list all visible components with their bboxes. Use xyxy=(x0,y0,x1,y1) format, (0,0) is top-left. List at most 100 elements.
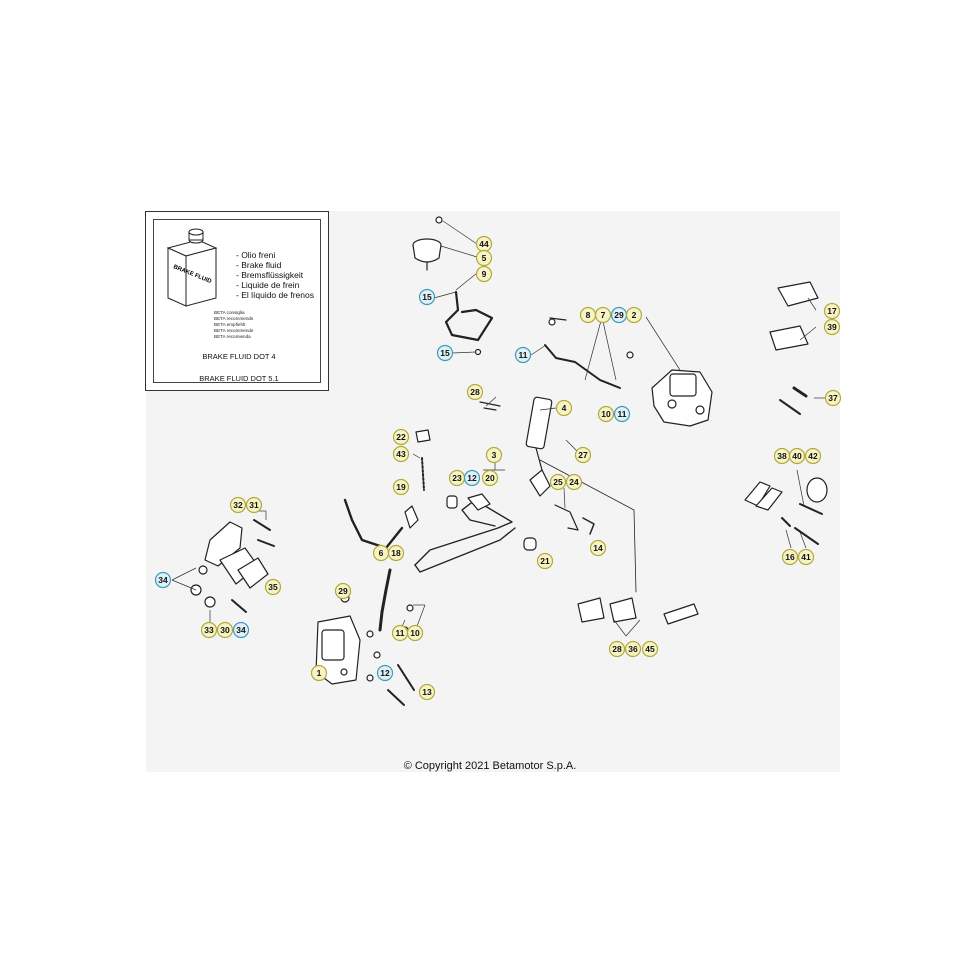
callout-36: 36 xyxy=(624,640,642,658)
callout-label: 35 xyxy=(268,582,278,592)
front-caliper-part xyxy=(315,615,361,685)
callout-label: 23 xyxy=(452,473,462,483)
callout-label: 24 xyxy=(569,477,579,487)
callout-circle xyxy=(245,496,263,514)
brake-fluid-info-inner: BRAKE FLUID - Olio freni - Brake fluid -… xyxy=(153,219,321,383)
callout-circle xyxy=(641,640,659,658)
callout-label: 39 xyxy=(827,322,837,332)
callout-21: 21 xyxy=(536,552,554,570)
callout-label: 25 xyxy=(553,477,563,487)
callout-circle xyxy=(392,478,410,496)
callout-label: 18 xyxy=(391,548,401,558)
pin-40 xyxy=(799,503,823,515)
callout-31: 31 xyxy=(245,496,263,514)
callout-label: 38 xyxy=(777,451,787,461)
callout-28: 28 xyxy=(608,640,626,658)
callout-circle xyxy=(565,473,583,491)
callout-label: 28 xyxy=(612,644,622,654)
callout-circle xyxy=(436,344,454,362)
callout-circle xyxy=(797,548,815,566)
callout-label: 21 xyxy=(540,556,550,566)
callout-label: 41 xyxy=(801,552,811,562)
callout-circle xyxy=(594,306,612,324)
rear-caliper-part xyxy=(651,369,713,427)
callout-circle xyxy=(418,683,436,701)
callout-circle xyxy=(788,447,806,465)
callout-label: 15 xyxy=(422,292,432,302)
callout-8: 8 xyxy=(579,306,597,324)
callout-15: 15 xyxy=(436,344,454,362)
callout-7: 7 xyxy=(594,306,612,324)
fluid-name-it: - Olio freni xyxy=(236,250,276,260)
callout-circle xyxy=(624,640,642,658)
recommends-fr: BETA recommende xyxy=(214,328,254,333)
callout-circle xyxy=(310,664,328,682)
callout-label: 10 xyxy=(601,409,611,419)
pad-28 xyxy=(577,597,605,623)
callout-circle xyxy=(232,621,250,639)
part-25 xyxy=(554,504,579,531)
callout-label: 28 xyxy=(470,387,480,397)
callout-circle xyxy=(406,624,424,642)
callout-11: 11 xyxy=(391,624,409,642)
callout-27: 27 xyxy=(574,446,592,464)
callout-10: 10 xyxy=(406,624,424,642)
callout-label: 14 xyxy=(593,543,603,553)
brake-pedal-part xyxy=(414,469,551,573)
callout-label: 27 xyxy=(578,450,588,460)
callout-circle xyxy=(514,346,532,364)
part-14 xyxy=(582,517,595,535)
callout-circle xyxy=(200,621,218,639)
fluid-name-es: - El líquido de frenos xyxy=(236,290,314,300)
callout-label: 11 xyxy=(618,409,627,419)
callout-5: 5 xyxy=(475,249,493,267)
part-22 xyxy=(415,429,431,443)
pad-38a xyxy=(744,481,771,507)
part-18 xyxy=(404,505,419,529)
hose-clip xyxy=(474,348,482,356)
callout-37: 37 xyxy=(824,389,842,407)
callout-circle xyxy=(574,446,592,464)
callout-20: 20 xyxy=(481,469,499,487)
callout-13: 13 xyxy=(418,683,436,701)
callout-34: 34 xyxy=(154,571,172,589)
callout-label: 5 xyxy=(482,253,487,263)
callout-circle xyxy=(597,405,615,423)
bleed-screw xyxy=(549,317,567,321)
pin-41 xyxy=(794,527,819,545)
callout-label: 30 xyxy=(220,625,230,635)
callout-label: 40 xyxy=(792,451,802,461)
callout-label: 20 xyxy=(485,473,495,483)
callout-circle xyxy=(418,288,436,306)
callout-circle xyxy=(216,621,234,639)
callout-label: 29 xyxy=(338,586,348,596)
recommends-es: BETA recomienda xyxy=(214,334,251,339)
callout-42: 42 xyxy=(804,447,822,465)
leader-lines xyxy=(171,220,825,637)
bolt-13a xyxy=(397,664,415,691)
bolt-13b xyxy=(387,689,405,706)
callout-circle xyxy=(475,265,493,283)
callout-circle xyxy=(463,469,481,487)
callout-29: 29 xyxy=(610,306,628,324)
callout-38: 38 xyxy=(773,447,791,465)
callout-12: 12 xyxy=(463,469,481,487)
callout-label: 6 xyxy=(379,548,384,558)
callout-circle xyxy=(608,640,626,658)
callout-label: 2 xyxy=(632,310,637,320)
master-cylinder-part xyxy=(479,396,553,471)
callout-43: 43 xyxy=(392,445,410,463)
callout-1: 1 xyxy=(310,664,328,682)
callout-22: 22 xyxy=(392,428,410,446)
fluid-name-fr: - Liquide de frein xyxy=(236,280,300,290)
callout-34: 34 xyxy=(232,621,250,639)
recommends-en: BETA recommends xyxy=(214,316,254,321)
callout-circle xyxy=(264,578,282,596)
spec-dot4: BRAKE FLUID DOT 4 xyxy=(202,352,276,361)
recommends-it: BETA consiglia xyxy=(214,310,245,315)
pad-38b xyxy=(755,487,783,511)
callout-circle xyxy=(466,383,484,401)
callout-28: 28 xyxy=(466,383,484,401)
